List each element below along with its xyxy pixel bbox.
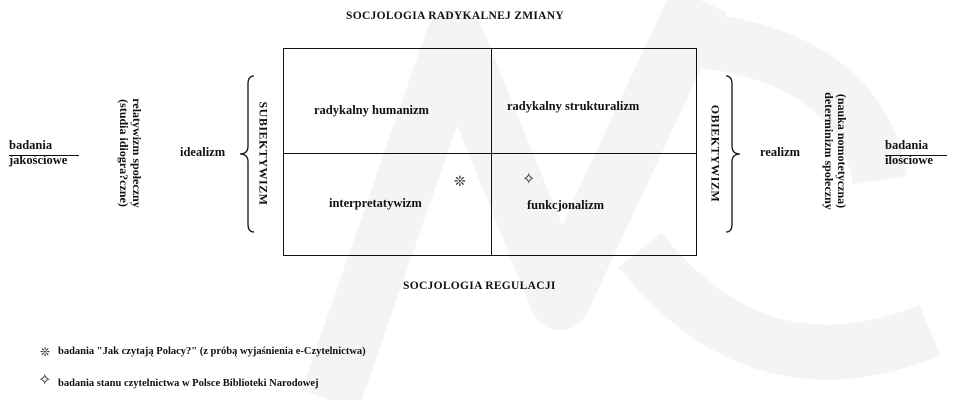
legend-item-1: badania "Jak czytają Polacy?" (z próbą w… <box>58 346 366 357</box>
left-bracket <box>239 75 255 233</box>
quantitative-research-line1: badania <box>885 138 929 152</box>
top-title: SOCJOLOGIA RADYKALNEJ ZMIANY <box>346 10 564 22</box>
subjectivism-axis-label: SUBIEKTYWIZM <box>256 101 271 206</box>
legend-asterisk-icon: ❊ <box>40 345 51 359</box>
right-bracket <box>725 75 741 233</box>
idealism-label: idealizm <box>180 145 226 159</box>
determinism-label: determinizm społeczny <box>822 92 836 210</box>
quantitative-research-line2: ilościowe <box>885 153 933 167</box>
realism-label: realizm <box>760 145 801 159</box>
idiographic-studies-label: (studia idiogra?czne) <box>117 99 131 207</box>
star-marker-icon: ✧ <box>522 171 536 188</box>
asterisk-marker-icon: ❊ <box>454 175 466 190</box>
grid-vertical-divider <box>491 49 493 255</box>
legend-star-icon: ✧ <box>38 372 52 389</box>
objectivism-axis-label: OBIEKTYWIZM <box>708 104 723 203</box>
qualitative-research-line1: badania <box>9 138 53 152</box>
qualitative-research-label: badania jakościowe <box>9 138 67 168</box>
relativism-label: relatywizm społeczny <box>130 98 144 208</box>
quadrant-grid: radykalny humanizm radykalny strukturali… <box>283 48 697 256</box>
grid-horizontal-divider <box>284 153 696 155</box>
legend-item-2: badania stanu czytelnictwa w Polsce Bibl… <box>58 378 319 389</box>
left-research-rule <box>9 155 79 157</box>
quadrant-bottom-right: funkcjonalizm <box>527 198 605 212</box>
bottom-title: SOCJOLOGIA REGULACJI <box>403 280 556 292</box>
quadrant-bottom-left: interpretatywizm <box>329 196 422 210</box>
qualitative-research-line2: jakościowe <box>9 153 68 167</box>
right-research-rule <box>885 155 947 157</box>
nomothetic-science-label: (nauka nomotetyczna) <box>835 93 849 209</box>
quadrant-top-right: radykalny strukturalizm <box>507 99 640 113</box>
quantitative-research-label: badania ilościowe <box>885 138 933 168</box>
quadrant-top-left: radykalny humanizm <box>314 103 429 117</box>
